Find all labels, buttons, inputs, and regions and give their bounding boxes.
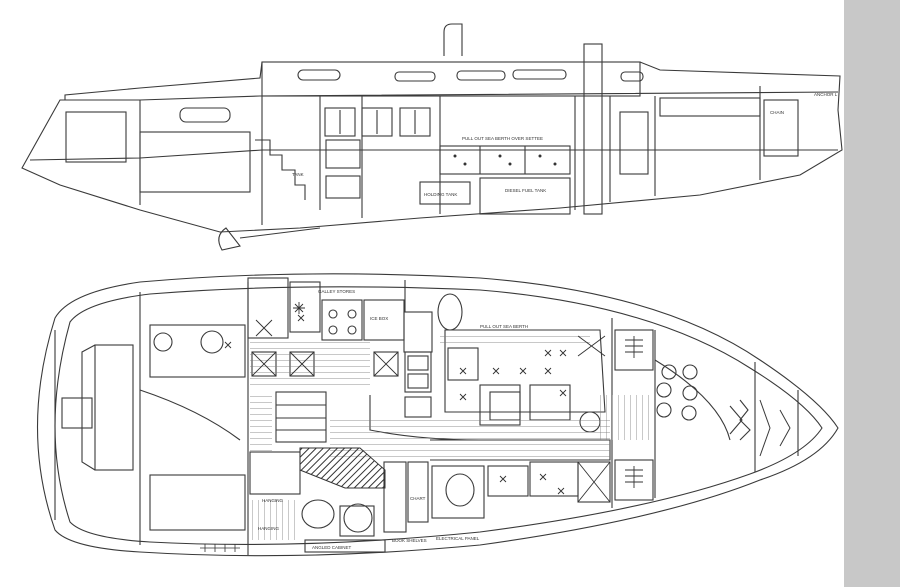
label-book-shelves: BOOK SHELVES — [392, 538, 427, 543]
label-pull-out-berth: PULL OUT SEA BERTH — [480, 324, 528, 329]
label-pull-out-berth-upper: PULL OUT SEA BERTH OVER SETTEE — [462, 136, 543, 141]
label-holding-tank: HOLDING TANK — [424, 192, 457, 197]
label-angled-cabinet: ANGLED CABINET — [312, 545, 352, 550]
label-anchor-locker: ANCHOR L — [814, 92, 838, 97]
label-water-tank: TANK — [292, 172, 304, 177]
cabin-sole — [250, 336, 652, 540]
profile-hull — [21, 61, 843, 233]
wet-locker — [299, 447, 386, 489]
label-galley-stores: GALLEY STORES — [318, 289, 355, 294]
label-hanging-locker: HANGING — [262, 498, 284, 503]
plan-hull — [37, 273, 839, 557]
label-electrical-panel: ELECTRICAL PANEL — [436, 536, 480, 541]
profile-view — [21, 23, 843, 251]
label-hanging-locker-2: HANGING — [258, 526, 280, 531]
side-margin-panel — [844, 0, 900, 587]
boat-layout-drawing: PULL OUT SEA BERTH OVER SETTEE ANCHOR L … — [21, 23, 843, 557]
label-diesel-tank: DIESEL FUEL TANK — [505, 188, 546, 193]
label-nav-station: CHART — [410, 496, 426, 501]
label-ice-box: ICE BOX — [370, 316, 388, 321]
plan-view — [37, 273, 839, 557]
rudder — [218, 227, 241, 251]
label-chain-locker: CHAIN — [770, 110, 784, 115]
